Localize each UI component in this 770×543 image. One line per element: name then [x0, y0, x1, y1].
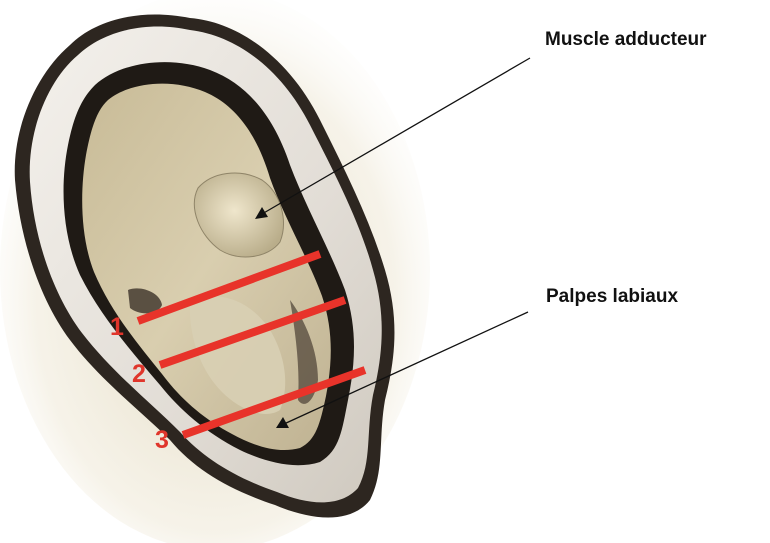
cut-number-3: 3 — [155, 428, 169, 453]
cut-number-2: 2 — [132, 362, 146, 387]
label-muscle-adducteur: Muscle adducteur — [545, 29, 707, 51]
label-palpes-labiaux: Palpes labiaux — [546, 286, 678, 308]
cut-number-1: 1 — [110, 315, 124, 340]
